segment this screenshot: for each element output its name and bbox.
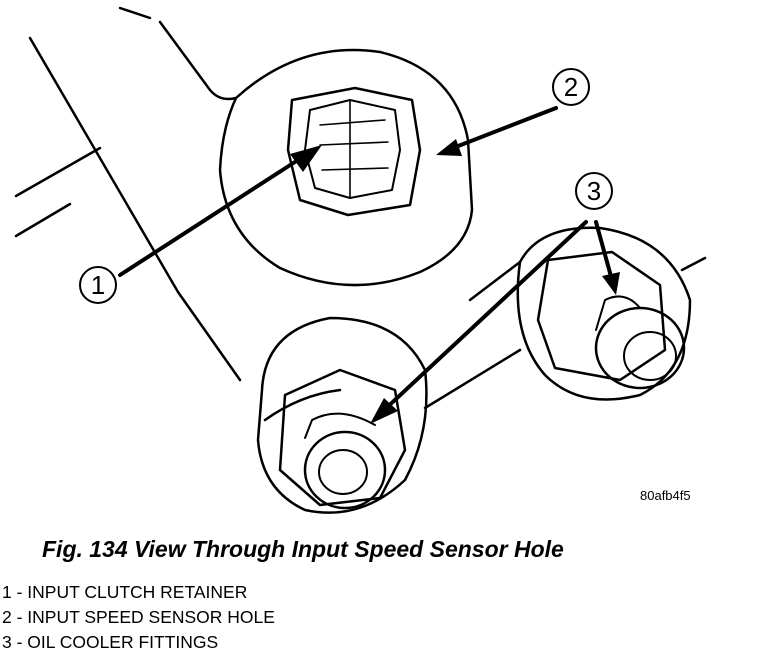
legend-item-2: 2 - INPUT SPEED SENSOR HOLE bbox=[2, 607, 275, 627]
sensor-hole-boss bbox=[218, 48, 474, 287]
svg-text:1: 1 bbox=[91, 270, 105, 300]
legend-list: 1 - INPUT CLUTCH RETAINER 2 - INPUT SPEE… bbox=[2, 580, 275, 655]
left-fitting bbox=[256, 316, 428, 514]
transmission-illustration: 1 2 3 bbox=[14, 6, 707, 514]
figure-caption: Fig. 134 View Through Input Speed Sensor… bbox=[42, 536, 564, 562]
case-outline bbox=[14, 6, 707, 422]
legend-item-3: 3 - OIL COOLER FITTINGS bbox=[2, 632, 219, 652]
callout-2: 2 bbox=[552, 68, 590, 106]
arrowheads bbox=[290, 139, 620, 424]
right-fitting bbox=[516, 226, 692, 401]
leader-lines bbox=[118, 106, 614, 414]
legend-item-1: 1 - INPUT CLUTCH RETAINER bbox=[2, 582, 248, 602]
callout-1: 1 bbox=[79, 266, 117, 304]
figure-code: 80afb4f5 bbox=[640, 488, 691, 503]
svg-text:3: 3 bbox=[587, 176, 601, 206]
callout-3: 3 bbox=[575, 172, 613, 210]
svg-text:2: 2 bbox=[564, 72, 578, 102]
